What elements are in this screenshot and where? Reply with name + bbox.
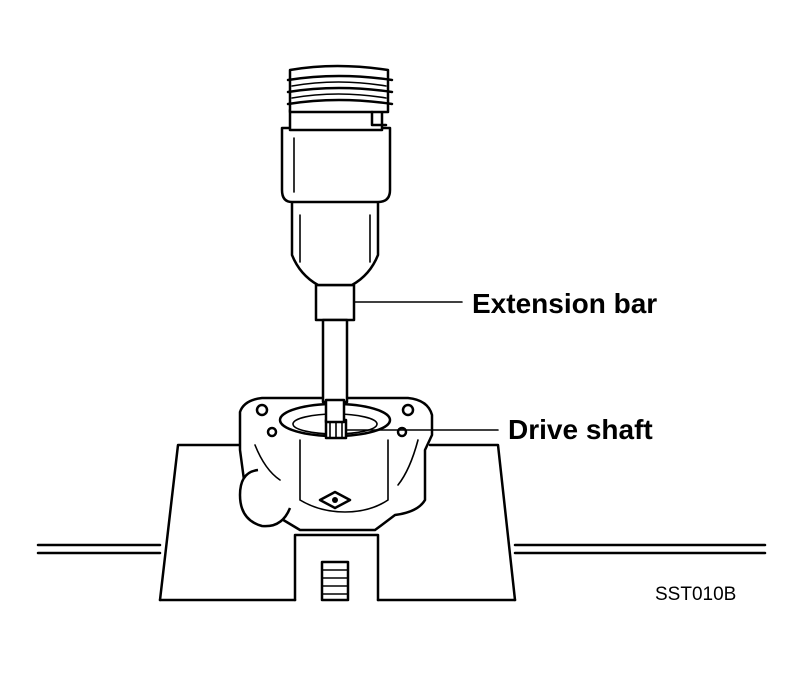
figure-code: SST010B [655, 584, 736, 605]
pump-body [238, 396, 434, 532]
drive-shaft-label: Drive shaft [508, 414, 653, 445]
power-driver [280, 64, 394, 287]
extension-bar-label: Extension bar [472, 288, 657, 319]
support-post [293, 533, 380, 602]
workbench [36, 443, 767, 602]
